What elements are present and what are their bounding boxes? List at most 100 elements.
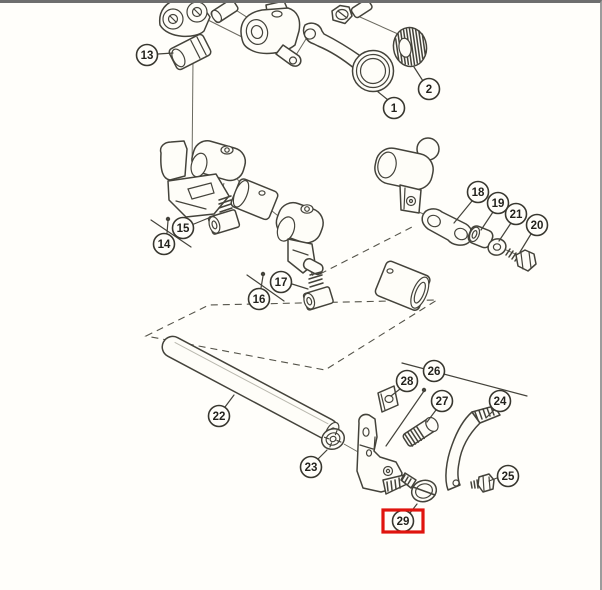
part-21-washer: [487, 238, 507, 256]
group-line: [150, 219, 192, 248]
callout-number: 17: [275, 277, 288, 289]
callout-balloon: [417, 77, 441, 101]
callout-26[interactable]: 26: [385, 359, 528, 447]
leader-line: [488, 477, 498, 482]
callout-16[interactable]: 16: [246, 271, 285, 311]
callout-number: 21: [510, 209, 523, 221]
callout-balloon: [395, 369, 419, 393]
leader-line: [291, 283, 309, 290]
group-line: [401, 362, 528, 397]
callout-28[interactable]: 28: [390, 369, 419, 397]
part-top-screw: [210, 3, 239, 24]
callout-number: 23: [305, 462, 318, 474]
leader-line: [385, 390, 425, 447]
callout-number: 14: [158, 239, 171, 251]
callout-number: 27: [436, 396, 449, 408]
callout-number: 25: [502, 471, 515, 483]
leader-dot: [421, 387, 427, 393]
leader-line: [317, 449, 328, 460]
part-top-bracket: [240, 7, 302, 67]
callout-number: 28: [401, 376, 414, 388]
leader-line: [426, 409, 437, 423]
leader-line: [453, 200, 473, 224]
leader-line: [390, 388, 401, 397]
callout-24[interactable]: 24: [485, 389, 512, 419]
callout-1[interactable]: 1: [376, 90, 406, 120]
part-27-shoulder-screw: [402, 416, 439, 447]
callout-number: 16: [253, 294, 266, 306]
callout-balloon: [207, 404, 231, 428]
part-sleeve-large: [374, 260, 431, 311]
part-screw-stub: [350, 3, 373, 19]
callout-balloon: [171, 216, 195, 240]
part-14-clamp-bracket: [159, 140, 247, 218]
leader-line: [519, 233, 532, 253]
callout-17[interactable]: 17: [269, 270, 309, 294]
callout-number: 26: [428, 366, 441, 378]
callout-balloon: [422, 359, 446, 383]
part-22-rod: [161, 335, 340, 442]
part-1-crank-arm: [302, 22, 395, 93]
callout-balloon: [525, 213, 549, 237]
part-slotted-nut: [331, 4, 353, 25]
callout-20[interactable]: 20: [519, 213, 549, 253]
leader-line: [157, 52, 174, 55]
leader-line: [166, 220, 169, 234]
part-ball-stud-bracket: [374, 137, 440, 214]
callout-21[interactable]: 21: [498, 202, 528, 242]
leader-line: [498, 222, 512, 242]
callout-14[interactable]: 14: [150, 216, 192, 256]
callout-balloon: [486, 191, 510, 215]
leader-line: [260, 275, 264, 289]
part-29-thumb-screw: [400, 472, 438, 503]
part-20-bolt: [505, 248, 537, 272]
callout-number: 24: [494, 396, 507, 408]
callout-22[interactable]: 22: [207, 394, 235, 428]
callout-25[interactable]: 25: [488, 464, 520, 488]
callout-2[interactable]: 2: [413, 66, 441, 101]
callout-number: 2: [426, 84, 432, 96]
callout-number: 18: [472, 187, 485, 199]
callout-15[interactable]: 15: [171, 216, 212, 240]
callout-balloon: [152, 232, 176, 256]
part-spacer-sleeve: [230, 178, 279, 221]
part-15-screw: [207, 195, 241, 235]
callout-balloon: [466, 180, 490, 204]
leader-dot: [165, 216, 171, 222]
callout-balloon: [496, 464, 520, 488]
callout-number: 19: [492, 198, 505, 210]
leader-dot: [260, 271, 266, 277]
highlight-box: [381, 508, 425, 534]
callout-number: 22: [213, 411, 226, 423]
part-13-spacer: [168, 33, 212, 71]
callout-number: 1: [391, 103, 398, 115]
callout-balloon: [135, 43, 159, 67]
axis-dashed: [319, 224, 417, 275]
callout-19[interactable]: 19: [480, 191, 510, 231]
part-19-bushing: [467, 225, 494, 249]
callout-number: 20: [531, 220, 544, 232]
callout-23[interactable]: 23: [299, 449, 328, 479]
callout-18[interactable]: 18: [453, 180, 490, 224]
callout-balloon: [382, 96, 406, 120]
leader-line: [224, 394, 235, 408]
callout-number: 13: [141, 50, 154, 62]
leader-line: [480, 211, 494, 231]
callout-13[interactable]: 13: [135, 43, 174, 67]
group-line: [246, 274, 285, 302]
callout-29[interactable]: 29: [391, 503, 418, 533]
callout-balloon: [299, 455, 323, 479]
part-16-clamp-block: [275, 201, 324, 276]
part-18-link: [421, 208, 473, 246]
part-25-bolt: [470, 473, 495, 493]
leader-line: [376, 90, 389, 101]
part-17-screw: [302, 271, 334, 311]
callout-balloon: [504, 202, 528, 226]
callout-27[interactable]: 27: [426, 389, 454, 423]
part-2-needle-bearing: [392, 26, 428, 68]
callout-balloon: [269, 270, 293, 294]
callout-number: 29: [397, 516, 410, 528]
